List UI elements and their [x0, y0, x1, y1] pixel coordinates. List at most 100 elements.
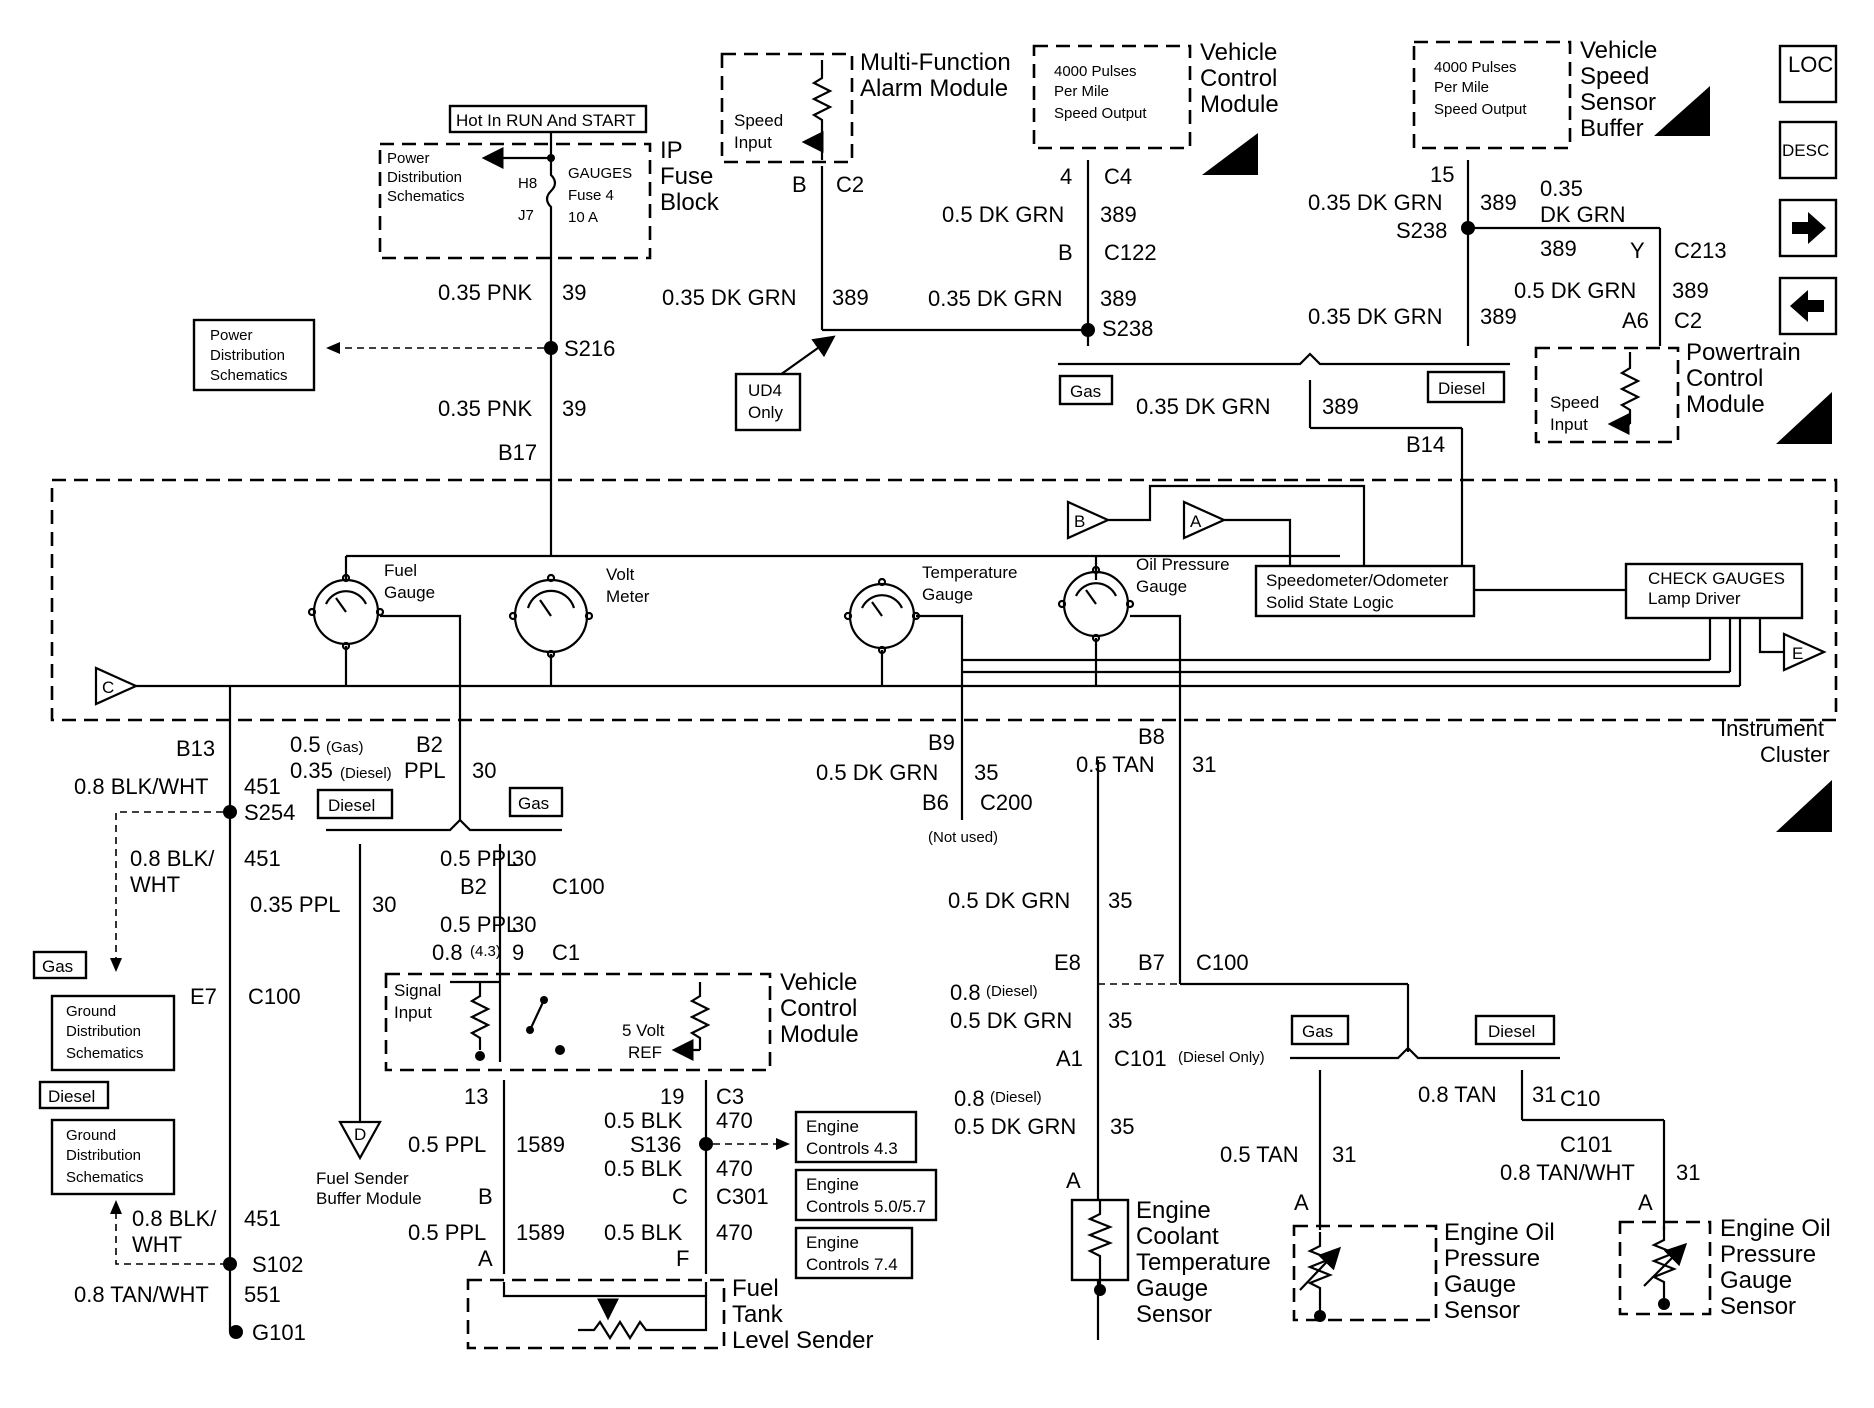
- s102-splice: [223, 1257, 237, 1271]
- engine-controls-50: [794, 1168, 938, 1222]
- wire-label: 0.5 DK GRN: [816, 760, 938, 785]
- wire-label: 0.5 DK GRN: [948, 888, 1070, 913]
- wire-label: 0.5 TAN: [1076, 752, 1155, 777]
- ud4-label: Only: [748, 403, 783, 422]
- wire-label: 551: [244, 1282, 281, 1307]
- wire-label: 31: [1192, 752, 1216, 777]
- wire-label: 0.5 BLK: [604, 1220, 683, 1245]
- wire-label: 389: [832, 285, 869, 310]
- wire-label: 0.35 DK GRN: [662, 285, 797, 310]
- wire-label: 9: [512, 940, 524, 965]
- wire-label: 35: [1108, 1008, 1132, 1033]
- connector-label: C101: [1114, 1046, 1167, 1071]
- pin-label: F: [676, 1246, 689, 1271]
- mfa-module-border: [720, 52, 854, 164]
- ground-dist-box: [50, 1118, 176, 1196]
- fuel-brace: [326, 818, 562, 832]
- wire-label: 0.5 BLK: [604, 1156, 683, 1181]
- power-dist-label: Distribution: [210, 347, 285, 364]
- wire-label: 451: [244, 846, 281, 871]
- fuel-gauge-label: Fuel: [384, 561, 417, 580]
- b13-label: B13: [176, 736, 215, 761]
- check-gauges-box: [1624, 562, 1804, 620]
- vss-text: 4000 Pulses: [1434, 59, 1517, 76]
- wire-label: 451: [244, 774, 281, 799]
- mfa-speed-label: Input: [734, 133, 772, 152]
- wire-label: 389: [1100, 286, 1137, 311]
- esd-icon: [1654, 86, 1710, 136]
- s136-splice: [699, 1137, 713, 1151]
- loc-label: LOC: [1788, 52, 1833, 77]
- desc-icon[interactable]: [1778, 120, 1838, 180]
- ud4-box: [734, 372, 802, 432]
- ground-dist-label: Distribution: [66, 1023, 141, 1040]
- diesel-label: Diesel: [48, 1087, 95, 1106]
- s136-label: S136: [630, 1132, 681, 1157]
- wire-label: 0.8: [432, 940, 463, 965]
- engine-controls-43: [794, 1110, 918, 1164]
- gas-label: Gas: [518, 794, 549, 813]
- vcm-top-label: Control: [1200, 65, 1277, 92]
- gas-box: [1058, 374, 1114, 406]
- check-gauges-label: CHECK GAUGES: [1648, 569, 1785, 588]
- connector-label: C301: [716, 1184, 769, 1209]
- connector-label: C100: [552, 874, 605, 899]
- power-dist-label: Distribution: [387, 169, 462, 186]
- power-dist-label: Power: [210, 327, 253, 344]
- eop-label: Engine Oil: [1720, 1215, 1831, 1242]
- right-arrow-icon: [1792, 212, 1826, 244]
- wire-label: 30: [372, 892, 396, 917]
- ect-label: Temperature: [1136, 1249, 1271, 1276]
- wire-label: 31: [1332, 1142, 1356, 1167]
- left-arrow-icon: [1790, 290, 1824, 322]
- b8-label: B8: [1138, 724, 1165, 749]
- gas-label: Gas: [42, 957, 73, 976]
- b2-label: B2: [460, 874, 487, 899]
- pcm-speed-label: Input: [1550, 415, 1588, 434]
- fuse-j7: J7: [518, 207, 534, 224]
- b7-label: B7: [1138, 950, 1165, 975]
- diesel-label: Diesel: [1488, 1022, 1535, 1041]
- tri-a: [1182, 500, 1227, 540]
- connector-label: C10: [1560, 1086, 1600, 1111]
- s254-splice: [223, 805, 237, 819]
- wire-label: 0.5 DK GRN: [954, 1114, 1076, 1139]
- wire-label: 0.8 TAN/WHT: [74, 1282, 209, 1307]
- wire-label: 389: [1480, 190, 1517, 215]
- wire-label: 0.5 DK GRN: [1514, 278, 1636, 303]
- wire-label: 39: [562, 396, 586, 421]
- wire-label: 470: [716, 1156, 753, 1181]
- loc-icon[interactable]: [1778, 44, 1838, 104]
- hot-in-run-box: [448, 104, 648, 134]
- pin-label: A: [1638, 1190, 1653, 1215]
- fsb-label: Fuel Sender: [316, 1169, 409, 1188]
- volt-meter: [508, 573, 594, 659]
- connector-label: C122: [1104, 240, 1157, 265]
- temp-gauge-label: Gauge: [922, 585, 973, 604]
- b9-label: B9: [928, 730, 955, 755]
- a1-label: A1: [1056, 1046, 1083, 1071]
- wire-label: 389: [1540, 236, 1577, 261]
- wire-label: 0.5 PPL: [408, 1220, 486, 1245]
- ect-label: Coolant: [1136, 1223, 1219, 1250]
- esd-icon: [1202, 133, 1258, 175]
- switch-symbol: [529, 999, 545, 1031]
- wire-label: 0.35 PNK: [438, 280, 532, 305]
- tri-c: [94, 666, 139, 706]
- wire-label: 0.5 DK GRN: [942, 202, 1064, 227]
- wire-label: 30: [472, 758, 496, 783]
- signal-input-label: Signal: [394, 981, 441, 1000]
- diesel-box: [1426, 370, 1506, 404]
- ud4-arrow: [779, 335, 836, 376]
- wire-label: 389: [1672, 278, 1709, 303]
- b14-label: B14: [1406, 432, 1445, 457]
- desc-label: DESC: [1782, 141, 1829, 160]
- wire-label: 0.8: [950, 980, 981, 1005]
- vss-text: Per Mile: [1434, 79, 1489, 96]
- g101-label: G101: [252, 1320, 306, 1345]
- esd-icon: [1776, 392, 1832, 444]
- fuse-gauges: GAUGES: [568, 165, 632, 182]
- b2-label: B2: [416, 732, 443, 757]
- connector-label: C100: [248, 984, 301, 1009]
- tri-d: [338, 1120, 382, 1161]
